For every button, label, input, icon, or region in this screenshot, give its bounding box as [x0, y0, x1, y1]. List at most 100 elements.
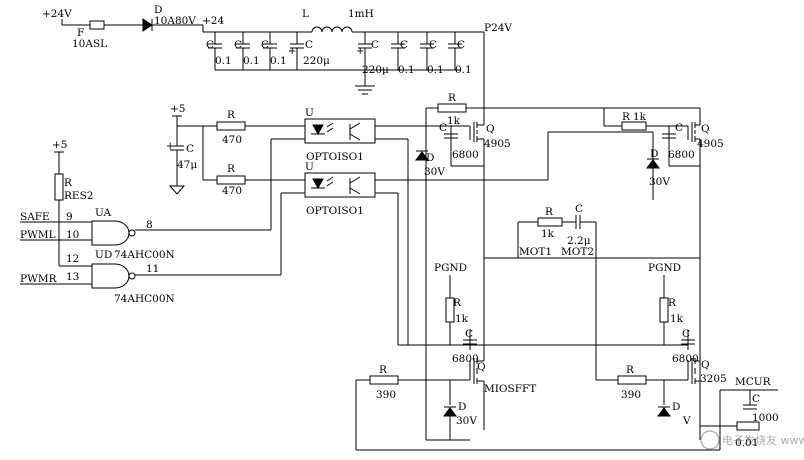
- r390-l-value: 390: [376, 389, 396, 401]
- motor-r-value: 1k: [541, 228, 555, 240]
- ua-pin-out: 8: [146, 219, 153, 231]
- d-low-r-ref: D: [672, 401, 680, 413]
- ud-pin-in2: 13: [66, 271, 79, 283]
- ud-pin-in1: 12: [66, 253, 79, 265]
- cap-r4-value: 0.1: [455, 64, 472, 76]
- c-cur-value: 1000: [752, 412, 779, 424]
- cap-l4-value: 220μ: [303, 55, 330, 67]
- r1k-a-label: 1k: [447, 115, 461, 127]
- safe-signal: SAFE: [20, 211, 50, 223]
- motor-c-ref: C: [575, 203, 583, 215]
- q-low-r-ref: Q: [701, 359, 710, 371]
- r-top-ref: R: [448, 92, 457, 104]
- cap-r3-value: 0.1: [427, 64, 444, 76]
- cap-l4-ref: C: [305, 39, 313, 51]
- d-b-ref: D: [650, 148, 658, 160]
- r-low-l-value: 1k: [455, 313, 469, 325]
- r-low-r: [659, 297, 669, 323]
- cap-l1-value: 0.1: [215, 55, 232, 67]
- ground-logic: [168, 185, 186, 195]
- cap-bank-left: C 0.1 C 0.1 C 0.1 + C 220μ: [206, 32, 460, 71]
- opto1-ref: U: [305, 107, 314, 119]
- cap-l2-value: 0.1: [243, 55, 260, 67]
- q-b-value: 4905: [697, 138, 724, 150]
- optocoupler-2: U OPTOISO1: [304, 161, 376, 217]
- c-b-value: 6800: [668, 149, 695, 161]
- opto1-value: OPTOISO1: [306, 151, 364, 163]
- logic-section: +5 C 47μ + R 470 R 470 U: [20, 103, 548, 345]
- cap-l2-ref: C: [234, 39, 242, 51]
- nand-gate-ua: UA 74AHC00N 9 10 8: [66, 207, 175, 261]
- r390-r: [617, 375, 647, 385]
- r1k-b: [621, 121, 647, 131]
- pwml-signal: PWML: [20, 229, 56, 241]
- r-in1-value: 470: [222, 134, 242, 146]
- fuse-value: 10ASL: [72, 38, 107, 50]
- cap-l1-ref: C: [206, 39, 214, 51]
- r1k-b-value: 1k: [633, 111, 647, 123]
- bridge-low-left: PGND R 1k C 6800 Q MIOSFFT R 390 D 30V: [355, 258, 720, 451]
- bridge-low-right: PGND R 1k C 6800 Q 3205 R 390 D V: [408, 258, 727, 427]
- motor-r-ref: R: [545, 206, 554, 218]
- ua-part: 74AHC00N: [114, 249, 175, 261]
- res2-ref: R: [64, 177, 73, 189]
- opto2-ref: U: [305, 161, 314, 173]
- fuse: [89, 20, 105, 30]
- q-a-value: 4905: [484, 138, 511, 150]
- ud-part: 74AHC00N: [114, 293, 175, 305]
- ua-ref: UA: [95, 207, 112, 219]
- c47-value: 47μ: [177, 159, 197, 171]
- pgnd-r: PGND: [648, 262, 681, 274]
- r390-r-ref: R: [626, 364, 635, 376]
- r-in2: [216, 175, 246, 185]
- inductor: [311, 26, 353, 33]
- cap-r1-value: 220μ: [362, 64, 389, 76]
- opto2-value: OPTOISO1: [306, 205, 364, 217]
- current-sense: MCUR C 1000 0.01: [700, 376, 779, 450]
- p24v-label: P24V: [484, 22, 512, 34]
- svg-text:+: +: [166, 141, 174, 152]
- pgnd-l: PGND: [434, 262, 467, 274]
- motor-c-value: 2.2μ: [567, 235, 591, 247]
- r1k-b-ref: R: [622, 111, 631, 123]
- c-a-value: 6800: [452, 149, 479, 161]
- q-a-ref: Q: [486, 123, 495, 135]
- c-a-ref: C: [439, 122, 447, 134]
- r-in2-value: 470: [222, 185, 242, 197]
- bridge-high-side: R 1k Q 4905 C 6800 D 30V R 1k: [415, 92, 724, 440]
- r390-l: [369, 375, 399, 385]
- nand-gate-ud: UD 74AHC00N 12 13 11: [66, 249, 175, 305]
- r-cur: [736, 421, 760, 431]
- cap-r2-value: 0.1: [398, 64, 415, 76]
- r-in1: [216, 121, 246, 131]
- series-diode: [142, 18, 153, 32]
- svg-text:+: +: [356, 46, 364, 57]
- ground-symbol: [355, 70, 375, 95]
- res2: [54, 173, 64, 201]
- r-low-r-ref: R: [668, 297, 677, 309]
- q-low-r-value: 3205: [700, 373, 727, 385]
- motor-r: [537, 217, 563, 227]
- svg-text:+: +: [288, 46, 296, 57]
- d-b-value: 30V: [649, 176, 670, 188]
- q-low-l-ref: Q: [477, 361, 486, 373]
- cap-r2-ref: C: [400, 39, 408, 51]
- mcur-label: MCUR: [735, 376, 772, 388]
- c47-ref: C: [186, 143, 194, 155]
- r-in1-ref: R: [227, 109, 236, 121]
- c-b-ref: C: [675, 122, 683, 134]
- r-top: [437, 103, 467, 113]
- rail-label: +24: [202, 15, 224, 27]
- watermark-logo: 电子发烧友 www.elecfans.com: [700, 430, 804, 450]
- optocoupler-1: U OPTOISO1: [304, 107, 376, 163]
- d-low-l-value: 30V: [456, 415, 477, 427]
- r-low-l-ref: R: [453, 297, 462, 309]
- mot1-label: MOT1: [519, 246, 552, 258]
- ua-pin-in1: 9: [66, 211, 73, 223]
- c-low-l-value: 6800: [452, 353, 479, 365]
- r-in2-ref: R: [227, 163, 236, 175]
- inductor-value: 1mH: [348, 8, 374, 20]
- watermark-text: 电子发烧友 www.elecfans.com: [722, 433, 804, 447]
